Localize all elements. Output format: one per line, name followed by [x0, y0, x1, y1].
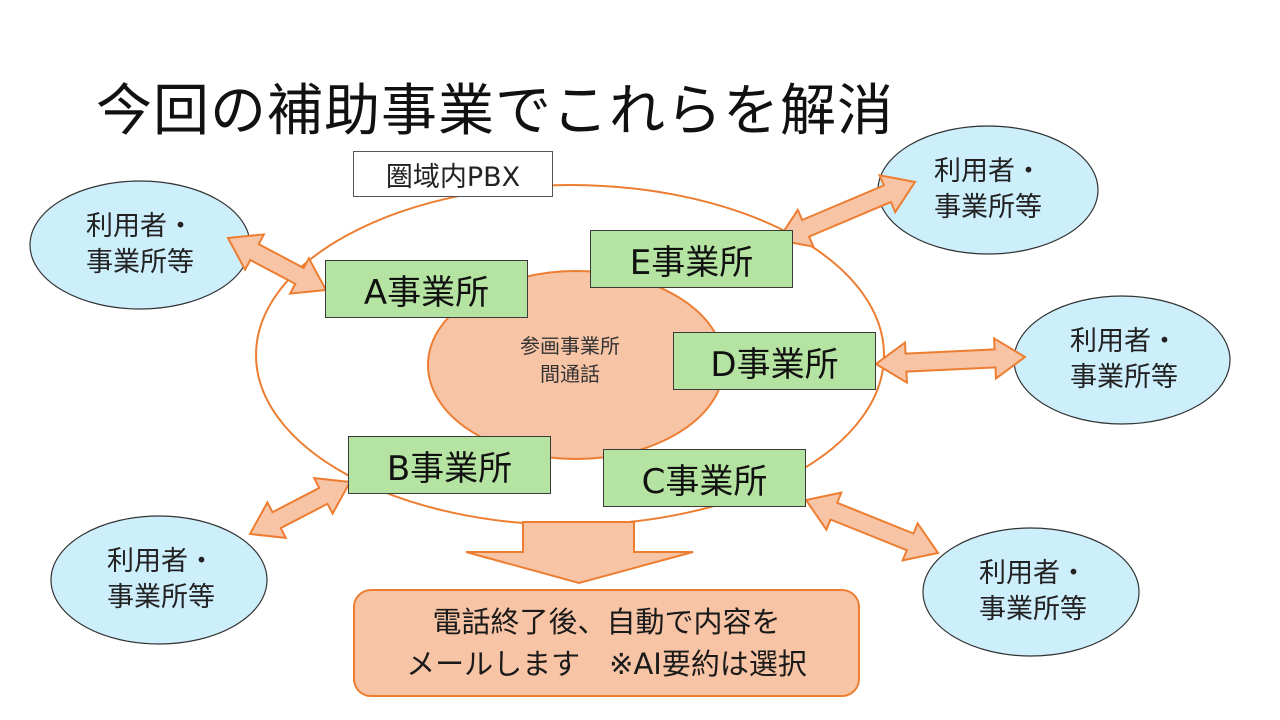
user-label-line2: 事業所等 [979, 594, 1087, 625]
user-label-line2: 事業所等 [934, 192, 1042, 223]
user-label-line1: 利用者・ [1070, 326, 1178, 357]
down-arrow-icon [465, 521, 694, 585]
user-ellipse-bottom-left [50, 515, 268, 645]
user-group-bottom-left: 利用者・ 事業所等 [51, 535, 271, 625]
user-label-line1: 利用者・ [86, 211, 194, 242]
user-ellipse-bottom-right [922, 527, 1140, 657]
user-label-line1: 利用者・ [934, 156, 1042, 187]
user-group-bottom-right: 利用者・ 事業所等 [923, 547, 1143, 637]
center-label-line2: 間通話 [540, 362, 600, 386]
office-e-box: E事業所 [590, 230, 793, 288]
arrow-b-user-icon [248, 476, 352, 540]
user-label-line2: 事業所等 [1070, 362, 1178, 393]
user-group-top-left: 利用者・ 事業所等 [30, 200, 250, 290]
office-d-box: D事業所 [673, 332, 876, 390]
user-label-line1: 利用者・ [107, 546, 215, 577]
arrow-e-user-icon [776, 173, 917, 249]
office-a-box: A事業所 [325, 260, 528, 318]
user-label-line2: 事業所等 [107, 582, 215, 613]
result-line1: 電話終了後、自動で内容を [432, 605, 781, 639]
arrow-c-user-icon [804, 491, 940, 562]
pbx-label: 圏域内PBX [353, 151, 553, 197]
arrow-d-user-icon [874, 336, 1027, 385]
center-label-line1: 参画事業所 [520, 334, 620, 358]
user-label-line2: 事業所等 [86, 247, 194, 278]
user-label-line1: 利用者・ [979, 558, 1087, 589]
office-c-box: C事業所 [603, 449, 806, 507]
office-b-box: B事業所 [348, 436, 551, 494]
slide-title: 今回の補助事業でこれらを解消 [96, 79, 894, 144]
result-line2: メールします ※AI要約は選択 [406, 647, 807, 681]
result-box: 電話終了後、自動で内容を メールします ※AI要約は選択 [353, 589, 860, 697]
center-label: 参画事業所 間通話 [470, 332, 670, 388]
user-group-right: 利用者・ 事業所等 [1014, 315, 1234, 405]
user-group-top-right: 利用者・ 事業所等 [878, 145, 1098, 235]
